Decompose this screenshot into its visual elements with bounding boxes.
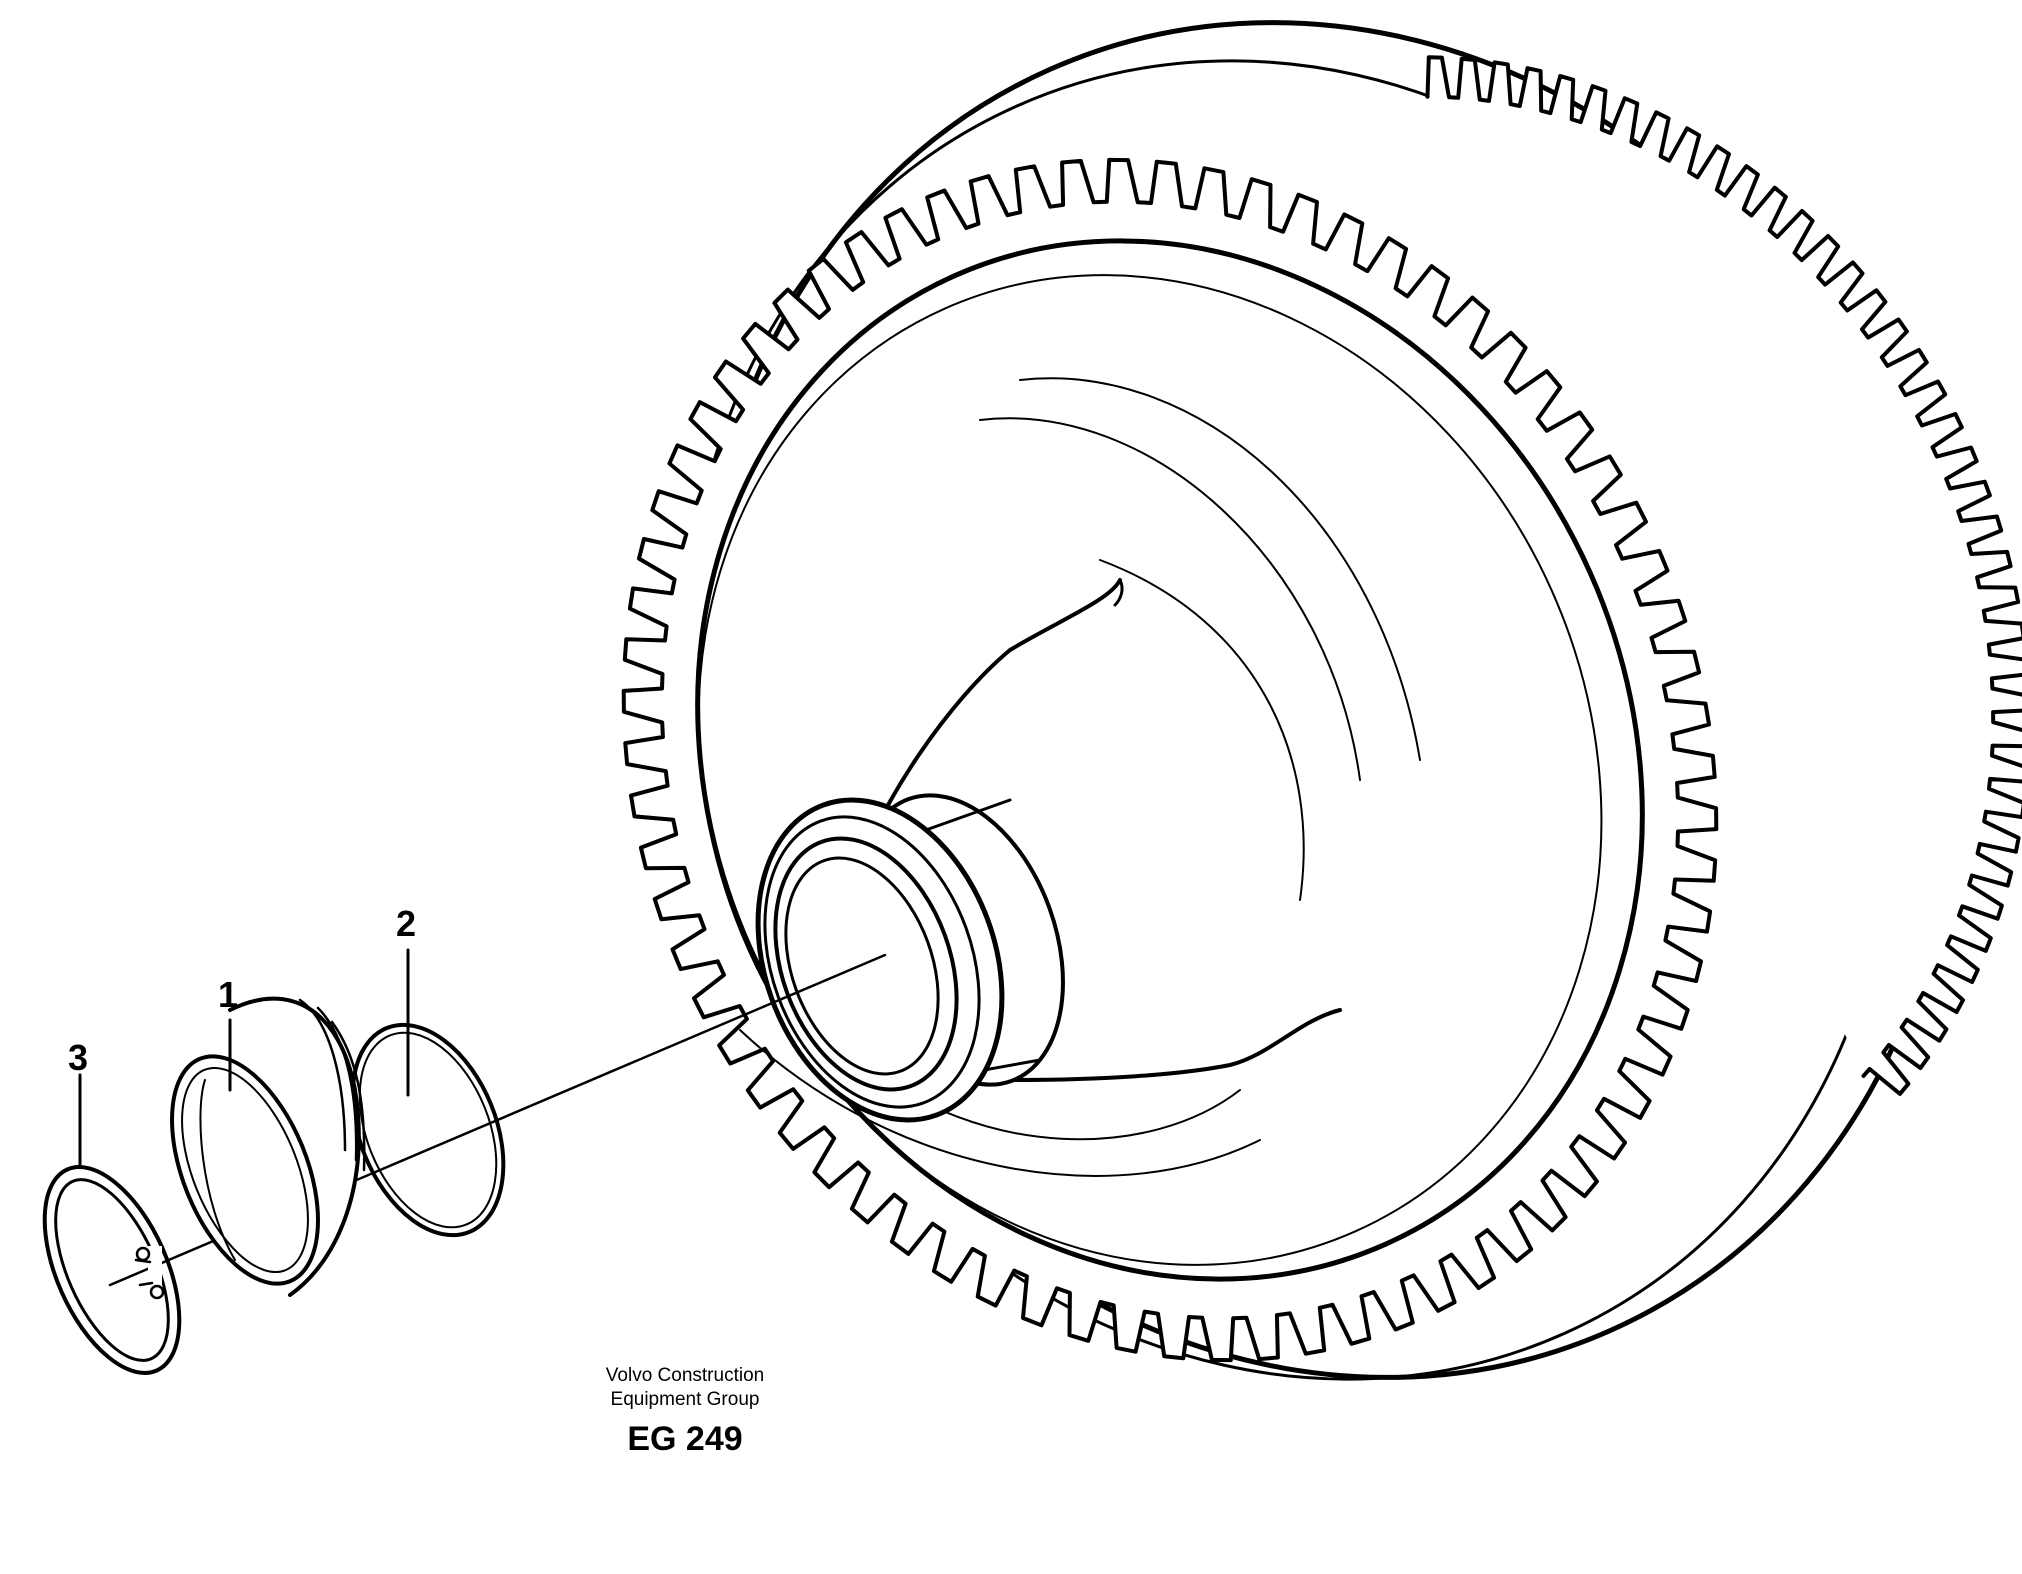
callout-label-2: 2 [396,903,417,944]
figure-code: EG 249 [627,1420,743,1458]
caption-line-2: Equipment Group [610,1389,760,1410]
hub-sleeve [755,793,1065,1123]
callout-leaders [78,948,410,1167]
callout-label-1: 1 [218,974,239,1015]
rear-gear-teeth [1425,55,2022,1096]
circlip-part-3 [42,1165,182,1375]
rear-gear-outline [1425,55,2022,1096]
callout-label-3: 3 [68,1037,89,1078]
bushing-part-1 [170,996,366,1297]
publisher-caption: Volvo Construction Equipment Group EG 24… [560,1364,810,1459]
caption-line-1: Volvo Construction [605,1365,765,1386]
